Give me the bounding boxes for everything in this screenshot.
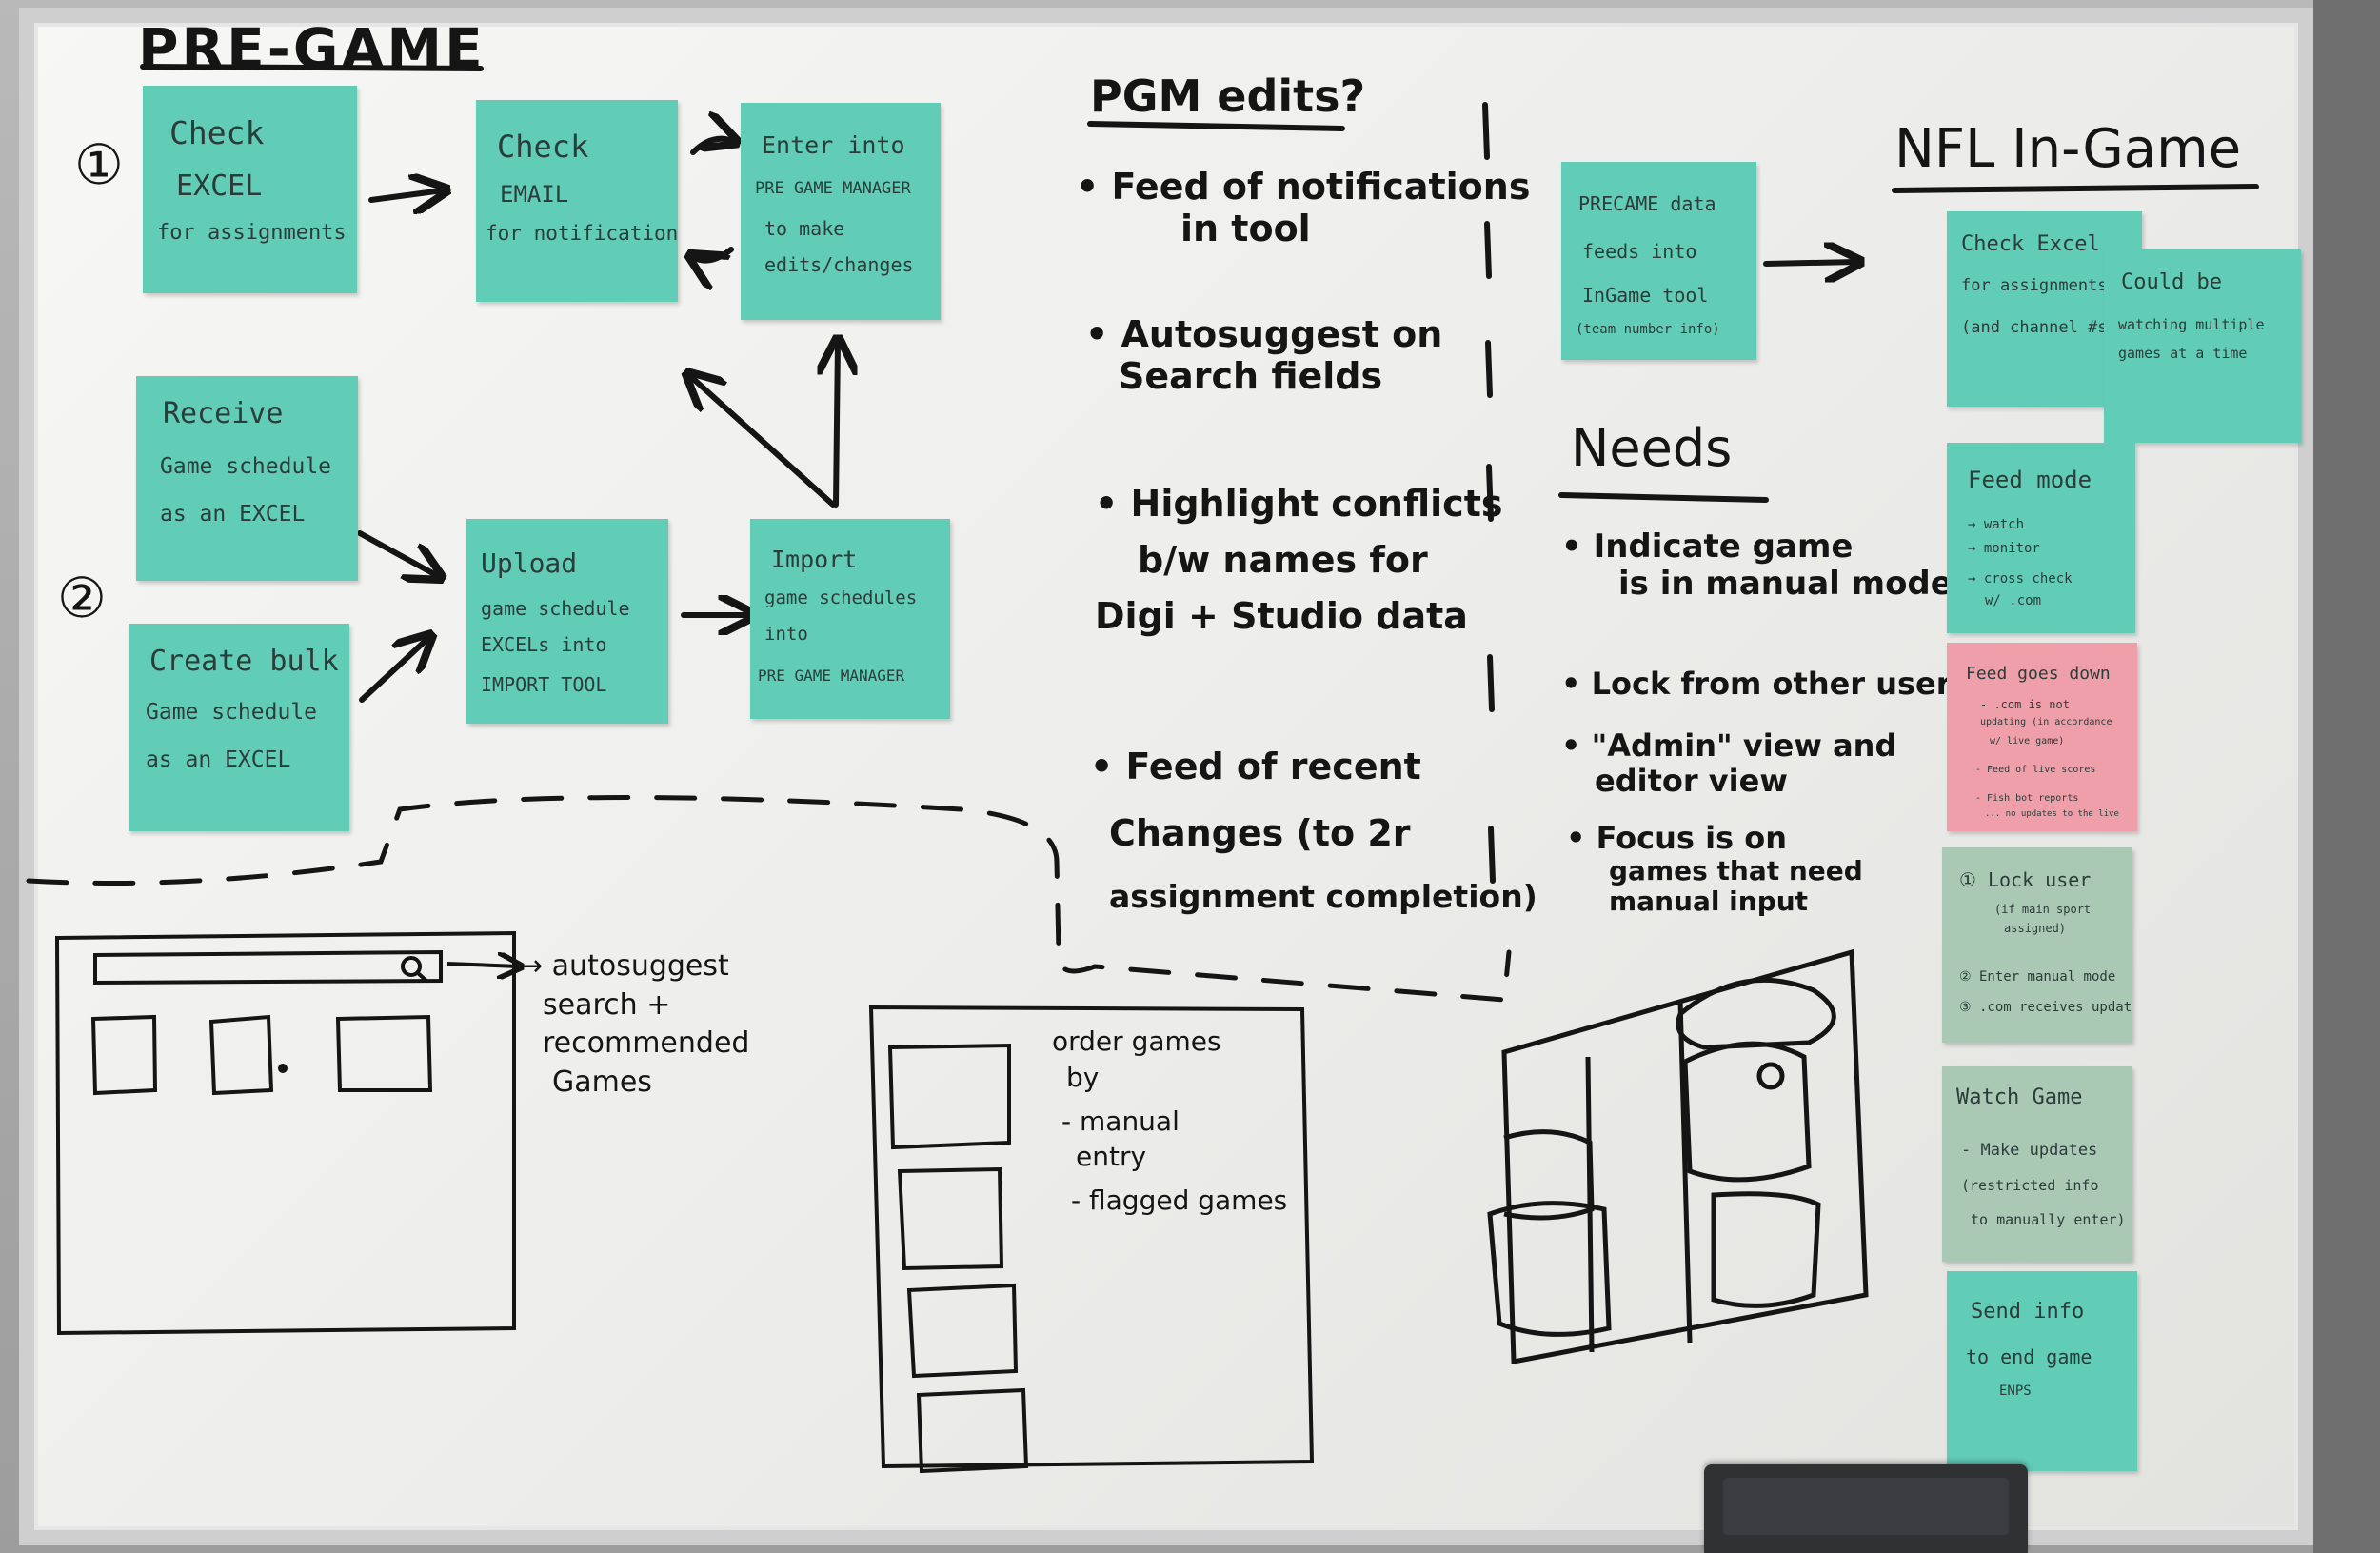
note-feed-goes-down: Feed goes down - .com is not updating (i… <box>1947 643 2137 831</box>
nfl-ingame-heading: NFL In-Game <box>1894 118 2242 180</box>
tile-layout-sketch <box>1487 948 1869 1365</box>
arrow-import-to-manager <box>690 376 836 508</box>
whiteboard <box>19 8 2313 1545</box>
note-watch-game: Watch Game - Make updates (restricted in… <box>1942 1066 2132 1262</box>
note-import: Import game schedules into PRE GAME MANA… <box>750 519 950 719</box>
whiteboard-eraser[interactable] <box>1704 1464 2028 1553</box>
arrow-email-to-manager <box>690 139 733 155</box>
note-pregame-data: PRECAME data feeds into InGame tool (tea… <box>1561 162 1756 360</box>
note-check-excel: Check EXCEL for assignments <box>143 86 357 293</box>
note-could-be-watching: Could be watching multiple games at a ti… <box>2104 249 2301 443</box>
note-check-email: Check EMAIL for notifications <box>476 100 678 302</box>
note-create-bulk: Create bulk Game schedule as an EXCEL <box>129 624 349 831</box>
step-one-marker: ① <box>74 132 124 197</box>
pgm-edits-heading: PGM edits? <box>1090 70 1366 122</box>
arrow-import-up <box>836 343 838 508</box>
arrow-receive-to-upload <box>357 530 438 576</box>
note-send-info: Send info to end game ENPS <box>1947 1271 2137 1471</box>
note-lock-user: ① Lock user (if main sport assigned) ② E… <box>1942 847 2132 1043</box>
step-two-marker: ② <box>57 566 107 630</box>
needs-heading: Needs <box>1571 418 1733 478</box>
search-sketch-label: → autosuggest search + recommended Games <box>519 949 750 1099</box>
wall-background <box>2313 0 2380 1553</box>
eraser-pad <box>1723 1478 2009 1535</box>
note-enter-into-manager: Enter into PRE GAME MANAGER to make edit… <box>741 103 941 320</box>
arrow-create-to-upload <box>359 638 428 703</box>
pregame-heading: PRE-GAME <box>138 16 486 81</box>
note-feed-mode: Feed mode → watch → monitor → cross chec… <box>1947 443 2135 633</box>
search-page-sketch <box>54 930 519 1336</box>
arrow-excel-to-email <box>368 190 443 200</box>
list-sketch-label: order games by - manual entry - flagged … <box>1052 1025 1288 1217</box>
arrow-manager-to-email <box>693 247 734 261</box>
needs-bullet-2: • Lock from other users <box>1561 666 1970 702</box>
arrow-to-ingame <box>1763 262 1856 264</box>
note-receive-schedule: Receive Game schedule as an EXCEL <box>136 376 358 581</box>
list-page-sketch <box>868 1005 1315 1474</box>
dashed-boundary <box>26 795 1512 1003</box>
vertical-divider <box>1482 102 1496 884</box>
note-upload: Upload game schedule EXCELs into IMPORT … <box>466 519 668 724</box>
